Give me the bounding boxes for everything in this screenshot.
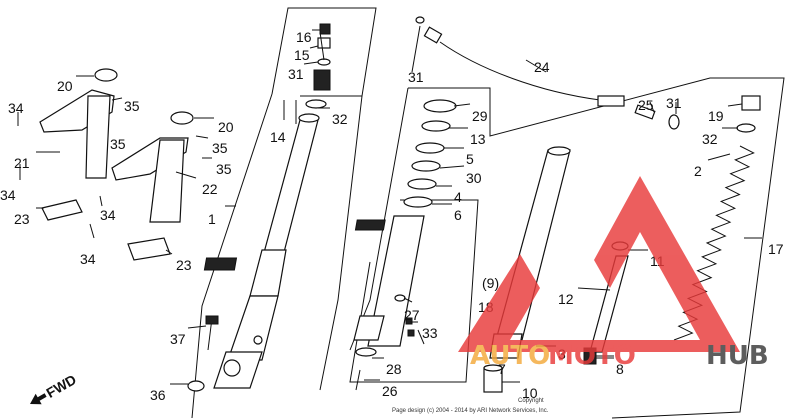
copyright-line-2: Page design (c) 2004 - 2014 by ARI Netwo… bbox=[392, 408, 549, 414]
callout-c-34b: 34 bbox=[0, 187, 16, 203]
fork-tube-part bbox=[203, 113, 320, 389]
callout-c-35d: 35 bbox=[216, 161, 232, 177]
callout-c-4: 4 bbox=[454, 189, 462, 205]
callout-c-35b: 35 bbox=[110, 136, 126, 152]
callout-c-23b: 23 bbox=[176, 257, 192, 273]
callout-c-19: 19 bbox=[708, 108, 724, 124]
seal-stack-parts bbox=[403, 99, 471, 208]
fork-cap-part bbox=[736, 95, 761, 133]
inner-sub-bracket bbox=[349, 199, 479, 383]
callout-c-3: 3 bbox=[558, 346, 566, 362]
callout-c-15: 15 bbox=[294, 47, 310, 63]
cap-bolt-parts bbox=[305, 23, 331, 109]
callout-c-36: 36 bbox=[150, 387, 166, 403]
callout-c-14: 14 bbox=[270, 129, 286, 145]
callout-c-27: 27 bbox=[404, 307, 420, 323]
slider-part bbox=[353, 215, 425, 391]
callout-c-37: 37 bbox=[170, 331, 186, 347]
callout-c-23a: 23 bbox=[14, 211, 30, 227]
cable-part bbox=[415, 16, 680, 130]
callout-c-28: 28 bbox=[386, 361, 402, 377]
fwd-arrow-icon bbox=[30, 393, 47, 405]
logo-text-hub: HUB bbox=[706, 341, 769, 371]
callout-c-16: 16 bbox=[296, 29, 312, 45]
callout-c-8: 8 bbox=[616, 361, 624, 377]
callout-c-31c: 31 bbox=[666, 95, 682, 111]
callout-c-13: 13 bbox=[470, 131, 486, 147]
callout-c-33: 33 bbox=[422, 325, 438, 341]
callout-c-31b: 31 bbox=[408, 69, 424, 85]
logo-text-auto: AUTO bbox=[470, 341, 550, 371]
callout-c-1: 1 bbox=[208, 211, 216, 227]
callout-c-6: 6 bbox=[454, 207, 462, 223]
callout-c-32b: 32 bbox=[702, 131, 718, 147]
callout-c-24: 24 bbox=[534, 59, 550, 75]
logo-triangle-icon bbox=[458, 176, 740, 352]
bolt-washer-parts bbox=[187, 315, 219, 392]
callout-c-21: 21 bbox=[14, 155, 30, 171]
copyright-line-1: Copyright bbox=[518, 398, 544, 404]
callout-c-2: 2 bbox=[694, 163, 702, 179]
callout-c-20a: 20 bbox=[57, 78, 73, 94]
logo-text-moto: MOTO bbox=[548, 341, 636, 371]
callout-c-20b: 20 bbox=[218, 119, 234, 135]
callout-c-31a: 31 bbox=[288, 66, 304, 82]
callout-c-12: 12 bbox=[558, 291, 574, 307]
callout-c-25: 25 bbox=[638, 97, 654, 113]
callout-c-35c: 35 bbox=[212, 140, 228, 156]
callout-c-30: 30 bbox=[466, 170, 482, 186]
callout-c-22: 22 bbox=[202, 181, 218, 197]
callout-c-34a: 34 bbox=[8, 100, 24, 116]
callout-c-26: 26 bbox=[382, 383, 398, 399]
callout-c-5: 5 bbox=[466, 151, 474, 167]
callout-c-7: 7 bbox=[498, 361, 506, 377]
fwd-indicator: FWD bbox=[30, 371, 79, 405]
callout-c-9: (9) bbox=[482, 275, 499, 291]
callout-c-35a: 35 bbox=[124, 98, 140, 114]
callout-c-34d: 34 bbox=[80, 251, 96, 267]
callout-c-34c: 34 bbox=[100, 207, 116, 223]
callout-c-32a: 32 bbox=[332, 111, 348, 127]
callout-c-10: 10 bbox=[522, 385, 538, 401]
handle-bracket-parts bbox=[17, 68, 194, 261]
automotohub-logo: AUTO MOTO HUB bbox=[458, 176, 769, 371]
leader-lines bbox=[36, 25, 743, 385]
fwd-label: FWD bbox=[43, 371, 79, 401]
callout-c-17: 17 bbox=[768, 241, 784, 257]
callout-c-29: 29 bbox=[472, 108, 488, 124]
